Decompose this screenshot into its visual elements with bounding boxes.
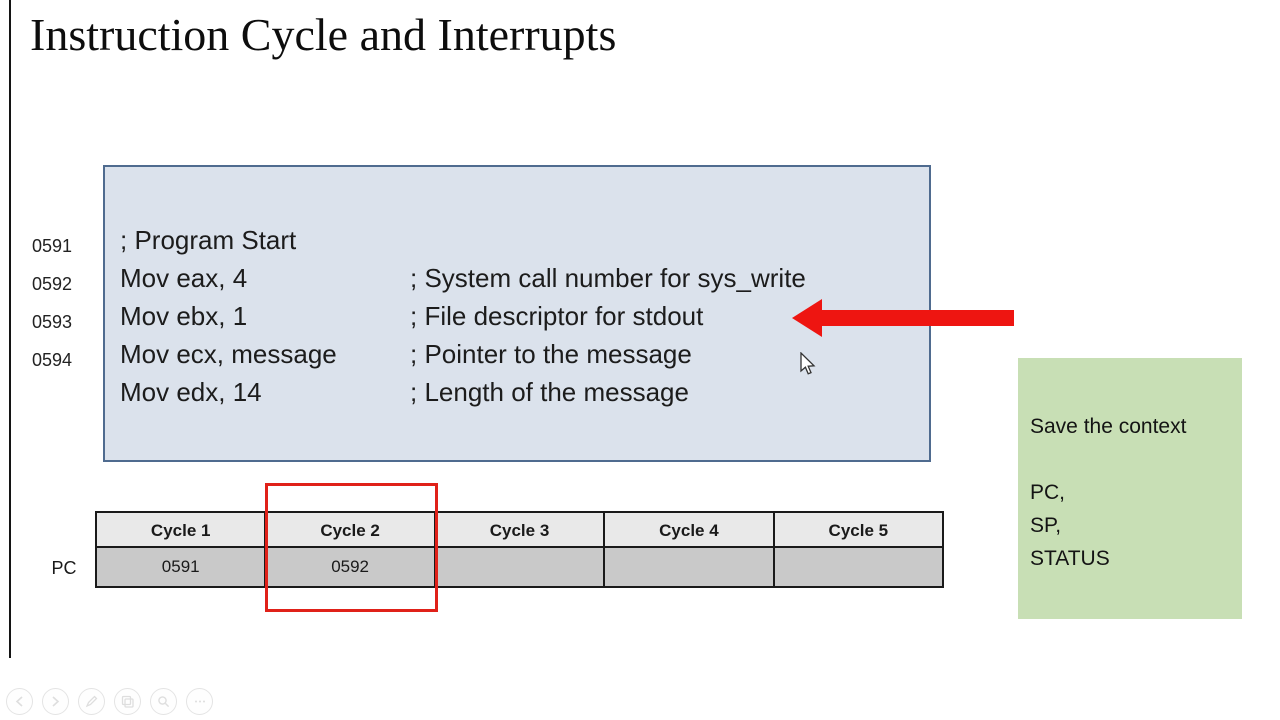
pc-row-label: PC <box>51 558 77 578</box>
cycle-table-header: Cycle 4 <box>605 513 775 548</box>
code-line: Mov eax, 4 ; System call number for sys_… <box>105 259 929 297</box>
code-line: ; Program Start <box>105 221 929 259</box>
pc-value-cell <box>605 548 775 586</box>
line-number: 0593 <box>31 312 72 332</box>
context-note-title: Save the context <box>1030 415 1187 438</box>
slideshow-toolbar <box>6 688 213 715</box>
line-number: 0591 <box>31 236 72 256</box>
cycle-table-header: Cycle 2 <box>266 513 436 548</box>
mouse-cursor <box>800 352 816 375</box>
code-instruction: Mov ecx, message <box>120 339 337 369</box>
previous-slide-icon[interactable] <box>6 688 33 715</box>
pc-value-cell <box>774 548 943 586</box>
slide-edge-line <box>9 0 11 658</box>
red-arrow-annotation <box>792 299 1014 337</box>
cycle-table-data-row: 0591 0592 <box>97 548 943 586</box>
slide-title: Instruction Cycle and Interrupts <box>30 9 617 60</box>
code-comment: ; System call number for sys_write <box>410 263 806 293</box>
code-instruction: Mov eax, 4 <box>120 263 248 293</box>
code-block: ; Program Start Mov eax, 4 ; System call… <box>103 165 931 462</box>
red-arrow-head <box>792 299 822 337</box>
line-number: 0592 <box>31 274 72 294</box>
code-instruction: ; Program Start <box>120 225 297 255</box>
cycle2-highlight-rect <box>265 483 438 612</box>
pc-value-cell <box>435 548 606 586</box>
code-instruction: Mov ebx, 1 <box>120 301 248 331</box>
context-note-item: PC, <box>1030 481 1066 504</box>
zoom-icon[interactable] <box>150 688 177 715</box>
pen-icon[interactable] <box>78 688 105 715</box>
next-slide-icon[interactable] <box>42 688 69 715</box>
cycle-table-header: Cycle 3 <box>435 513 606 548</box>
cycle-table-header-row: Cycle 1 Cycle 2 Cycle 3 Cycle 4 Cycle 5 <box>97 513 943 548</box>
code-line: Mov edx, 14 ; Length of the message <box>105 373 929 411</box>
context-note: Save the context PC, SP, STATUS <box>1018 358 1242 619</box>
line-number: 0594 <box>31 350 72 370</box>
pc-value-cell: 0592 <box>266 548 436 586</box>
context-note-spacer <box>1030 443 1242 476</box>
pc-value-cell: 0591 <box>97 548 267 586</box>
context-note-item: SP, <box>1030 514 1062 537</box>
code-comment: ; File descriptor for stdout <box>410 301 704 331</box>
cycle-table-header: Cycle 5 <box>774 513 943 548</box>
slides-overview-icon[interactable] <box>114 688 141 715</box>
code-line: Mov ebx, 1 ; File descriptor for stdout <box>105 297 929 335</box>
code-line: Mov ecx, message ; Pointer to the messag… <box>105 335 929 373</box>
more-options-icon[interactable] <box>186 688 213 715</box>
code-instruction: Mov edx, 14 <box>120 377 262 407</box>
context-note-item: STATUS <box>1030 547 1110 570</box>
code-comment: ; Pointer to the message <box>410 339 692 369</box>
code-line-numbers: 0591 0592 0593 0594 <box>0 227 88 379</box>
code-comment: ; Length of the message <box>410 377 689 407</box>
cycle-table: Cycle 1 Cycle 2 Cycle 3 Cycle 4 Cycle 5 … <box>95 511 944 588</box>
code-lines: ; Program Start Mov eax, 4 ; System call… <box>105 221 929 411</box>
red-arrow-tail <box>820 310 1014 326</box>
cycle-table-header: Cycle 1 <box>97 513 267 548</box>
